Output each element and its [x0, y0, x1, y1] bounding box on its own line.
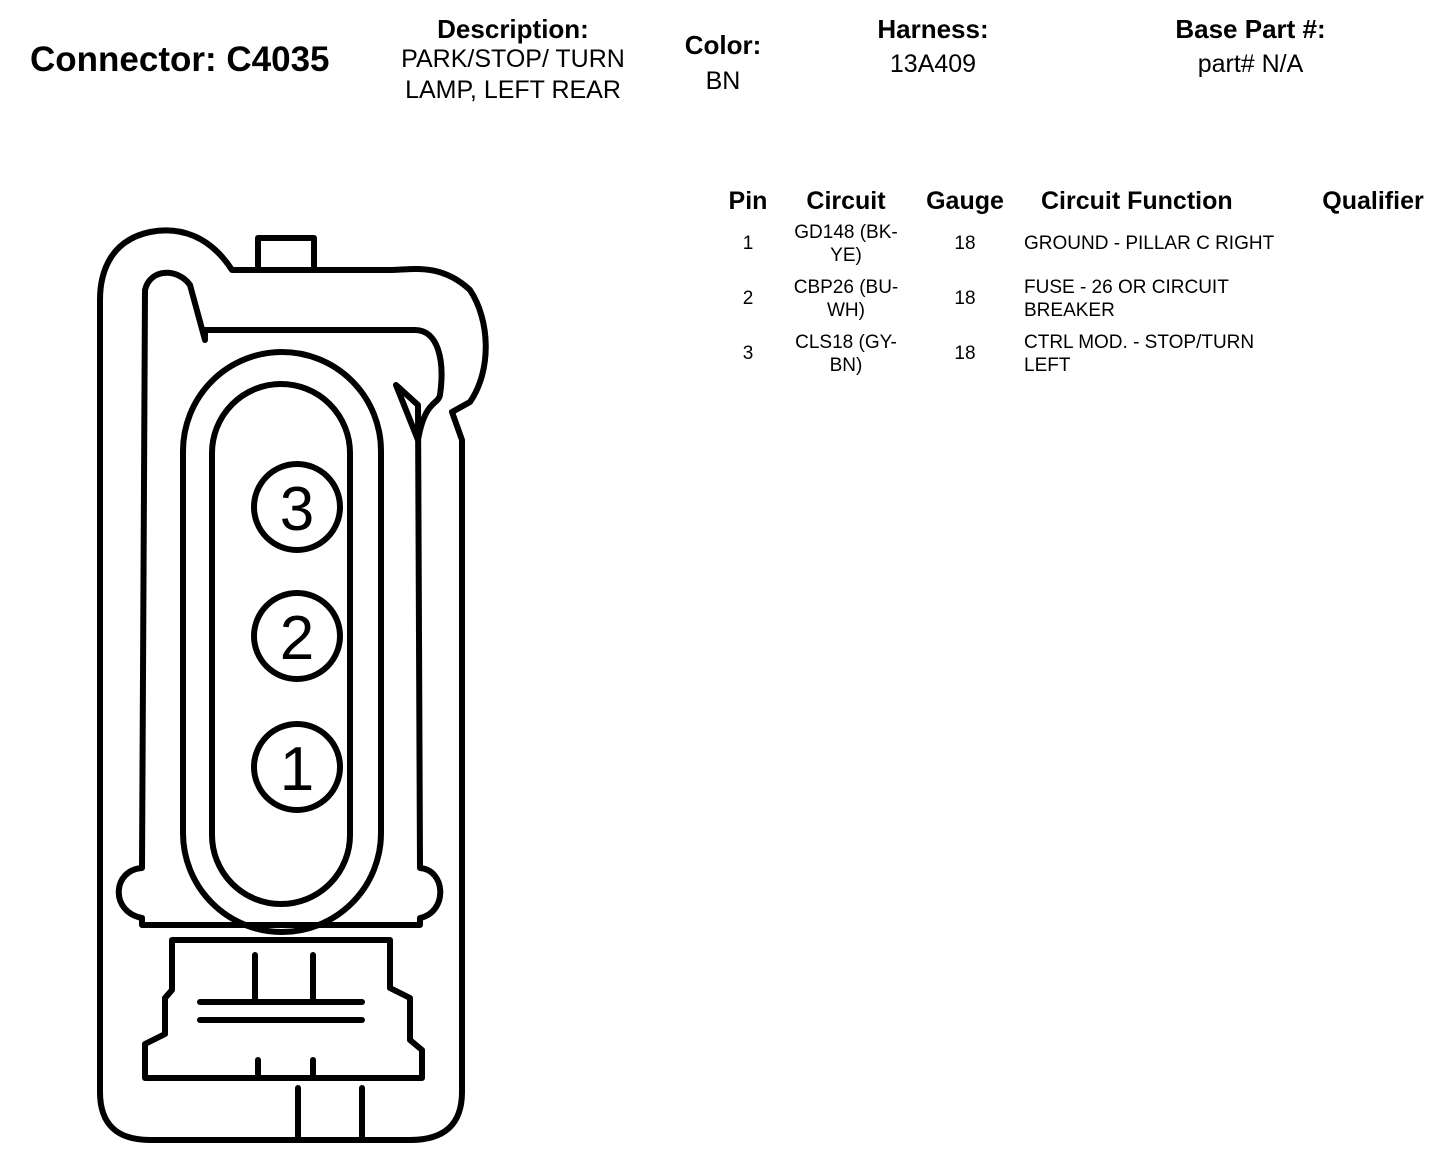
pin-1-label: 1 [280, 735, 314, 804]
base-part-label: Base Part #: [1175, 14, 1326, 44]
description-line-1: PARK/STOP/ TURN [401, 45, 625, 73]
circuit-cell: GD148 (BK-YE) [794, 221, 898, 266]
latch-tab [255, 235, 317, 273]
circuit-function-cell: FUSE - 26 OR CIRCUIT BREAKER [1024, 276, 1229, 321]
housing-inner [115, 269, 445, 928]
table-row: 3 CLS18 (GY-BN) 18 CTRL MOD. - STOP/TURN… [718, 326, 1433, 381]
pin-cell: 3 [742, 343, 754, 364]
pin-cell: 2 [742, 288, 754, 309]
pin-cell: 1 [742, 233, 754, 254]
color-label: Color: [684, 30, 762, 60]
circuit-function-cell: CTRL MOD. - STOP/TURN LEFT [1024, 331, 1255, 376]
circuit-cell: CBP26 (BU-WH) [793, 276, 899, 321]
base-part-value: part# N/A [1197, 50, 1304, 78]
description-block: Description: PARK/STOP/ TURN LAMP, LEFT … [378, 14, 648, 106]
gauge-cell: 18 [954, 343, 976, 364]
column-header-pin: Pin [728, 187, 768, 215]
qualifier-cell [1313, 216, 1433, 271]
pin-3: 3 [251, 461, 343, 553]
connector-title: Connector: C4035 [30, 40, 330, 79]
table-row: 2 CBP26 (BU-WH) 18 FUSE - 26 OR CIRCUIT … [718, 271, 1433, 326]
gauge-cell: 18 [954, 233, 976, 254]
housing-outer [97, 227, 489, 1143]
gauge-cell: 18 [954, 288, 976, 309]
pin-2-label: 2 [280, 604, 314, 673]
pin-1: 1 [251, 721, 343, 813]
table-header-row: Pin Circuit Gauge Circuit Function Quali… [718, 182, 1433, 216]
cavity-inner [209, 381, 353, 907]
pin-1-circle [251, 721, 343, 813]
base-part-block: Base Part #: part# N/A [1118, 14, 1383, 80]
harness-value: 13A409 [889, 50, 977, 78]
color-block: Color: BN [668, 30, 778, 97]
table-row: 1 GD148 (BK-YE) 18 GROUND - PILLAR C RIG… [718, 216, 1433, 271]
circuit-cell: CLS18 (GY-BN) [795, 331, 897, 376]
qualifier-cell [1313, 271, 1433, 326]
pin-3-label: 3 [280, 475, 314, 544]
description-line-2: LAMP, LEFT REAR [405, 76, 621, 104]
harness-block: Harness: 13A409 [818, 14, 1048, 80]
harness-label: Harness: [877, 14, 989, 44]
description-label: Description: [437, 14, 589, 44]
column-header-circuit-function: Circuit Function [1041, 187, 1233, 215]
pin-2-circle [251, 590, 343, 682]
pin-3-circle [251, 461, 343, 553]
circuit-function-cell: GROUND - PILLAR C RIGHT [1024, 233, 1275, 254]
lower-lock-frame [142, 937, 425, 1081]
column-header-qualifier: Qualifier [1322, 187, 1424, 215]
pin-2: 2 [251, 590, 343, 682]
cavity-outer [180, 349, 384, 935]
connector-face-drawing: 3 2 1 [97, 227, 489, 1143]
color-value: BN [705, 67, 741, 95]
qualifier-cell [1313, 326, 1433, 381]
column-header-gauge: Gauge [926, 187, 1004, 215]
pin-table: Pin Circuit Gauge Circuit Function Quali… [718, 182, 1433, 381]
column-header-circuit: Circuit [806, 187, 886, 215]
